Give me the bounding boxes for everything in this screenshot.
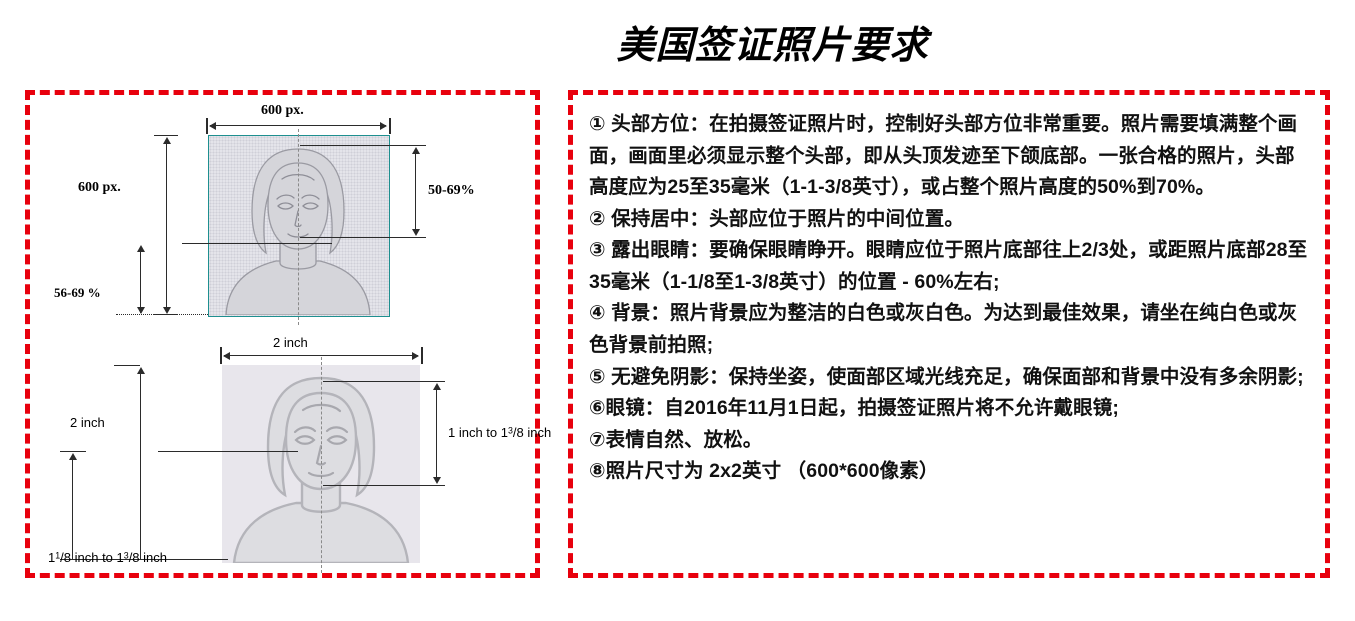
head-label-post: /8 inch xyxy=(512,425,552,440)
inch-width-dimension-line xyxy=(224,355,418,356)
inch-chin-leader xyxy=(323,485,445,486)
eye-level-leader-top xyxy=(182,243,332,244)
inch-head-height-line xyxy=(436,385,437,481)
inch-eye-dimension-line xyxy=(72,455,73,559)
inch-baseline xyxy=(60,559,228,560)
center-axis-top xyxy=(298,129,299,325)
inch-eye-leader xyxy=(158,451,298,452)
eye-label-sup1: 1 xyxy=(55,550,61,561)
diagram-pixels: 600 px. xyxy=(30,95,535,330)
inch-height-arrow-up xyxy=(137,367,145,374)
requirement-item-2: ② 保持居中：头部应位于照片的中间位置。 xyxy=(589,207,964,230)
requirement-item-7: ⑦表情自然、放松。 xyxy=(589,428,763,451)
diagram-px-head-ratio-label: 50-69% xyxy=(428,183,475,198)
height-dimension-line xyxy=(166,139,167,311)
inch-head-top-leader xyxy=(323,381,445,382)
inch-width-tick-right xyxy=(421,347,423,364)
eye-label-post: /8 inch xyxy=(128,550,167,565)
diagram-inches: 2 inch xyxy=(30,333,551,573)
head-top-leader xyxy=(300,145,426,146)
head-label-pre: 1 inch to 1 xyxy=(448,425,508,440)
diagram-panel: 600 px. xyxy=(25,90,551,578)
requirements-panel: ① 头部方位：在拍摄签证照片时，控制好头部方位非常重要。照片需要填满整个画面，画… xyxy=(568,90,1330,578)
diagram-px-eye-ratio-label: 56-69 % xyxy=(54,285,101,300)
inch-height-tick-bottom xyxy=(60,451,86,452)
inch-height-dimension-line xyxy=(140,369,141,559)
diagram-px-width-label: 600 px. xyxy=(261,103,304,118)
requirement-item-6: ⑥眼镜：自2016年11月1日起，拍摄签证照片将不允许戴眼镜; xyxy=(589,397,1119,420)
portrait-illustration-top xyxy=(225,148,371,315)
requirement-item-1: ① 头部方位：在拍摄签证照片时，控制好头部方位非常重要。照片需要填满整个画面，画… xyxy=(589,113,1298,199)
width-tick-left xyxy=(206,118,208,134)
inch-width-tick-left xyxy=(220,347,222,364)
inch-height-tick-top xyxy=(114,365,140,366)
eye-label-pre: 1 xyxy=(48,550,56,565)
height-arrow-up xyxy=(163,137,171,144)
inch-head-arrow-down xyxy=(433,477,441,484)
width-dimension-line xyxy=(210,125,386,126)
diagram-inch-eye-height-label: 11/8 inch to 13/8 inch xyxy=(48,550,167,565)
inch-width-arrow-left xyxy=(223,352,230,360)
requirement-item-5: ⑤ 无避免阴影：保持坐姿，使面部区域光线充足，确保面部和背景中没有多余阴影; xyxy=(589,365,1304,388)
diagram-inch-height-label: 2 inch xyxy=(70,415,105,430)
head-label-sup: 3 xyxy=(508,425,513,436)
eye-ratio-arrow-down xyxy=(137,307,145,314)
height-tick-top xyxy=(154,135,178,136)
head-height-arrow-down xyxy=(412,229,420,236)
diagram-px-height-label: 600 px. xyxy=(78,180,121,195)
inch-eye-arrow-up xyxy=(69,453,77,460)
requirement-item-3: ③ 露出眼睛：要确保眼睛睁开。眼睛应位于照片底部往上2/3处，或距照片底部28至… xyxy=(589,239,1308,293)
head-height-arrow-up xyxy=(412,147,420,154)
width-arrow-right xyxy=(380,122,387,130)
head-height-line xyxy=(415,149,416,233)
baseline-dotted xyxy=(116,314,208,315)
requirements-list: ① 头部方位：在拍摄签证照片时，控制好头部方位非常重要。照片需要填满整个画面，画… xyxy=(589,109,1309,488)
eye-label-mid: /8 inch to 1 xyxy=(60,550,124,565)
eye-ratio-line xyxy=(140,247,141,313)
height-arrow-down xyxy=(163,307,171,314)
width-tick-right xyxy=(389,118,391,134)
eye-ratio-arrow-up xyxy=(137,245,145,252)
inch-width-arrow-right xyxy=(412,352,419,360)
inch-head-arrow-up xyxy=(433,383,441,390)
center-axis-bottom xyxy=(321,357,322,573)
chin-leader xyxy=(300,237,426,238)
requirement-item-8: ⑧照片尺寸为 2x2英寸 （600*600像素） xyxy=(589,460,939,483)
eye-label-sup2: 3 xyxy=(123,550,129,561)
diagram-inch-head-height-label: 1 inch to 13/8 inch xyxy=(448,425,551,440)
requirement-item-4: ④ 背景：照片背景应为整洁的白色或灰白色。为达到最佳效果，请坐在纯白色或灰色背景… xyxy=(589,302,1298,357)
diagram-inch-width-label: 2 inch xyxy=(273,335,308,350)
page-title: 美国签证照片要求 xyxy=(616,25,929,67)
width-arrow-left xyxy=(209,122,216,130)
